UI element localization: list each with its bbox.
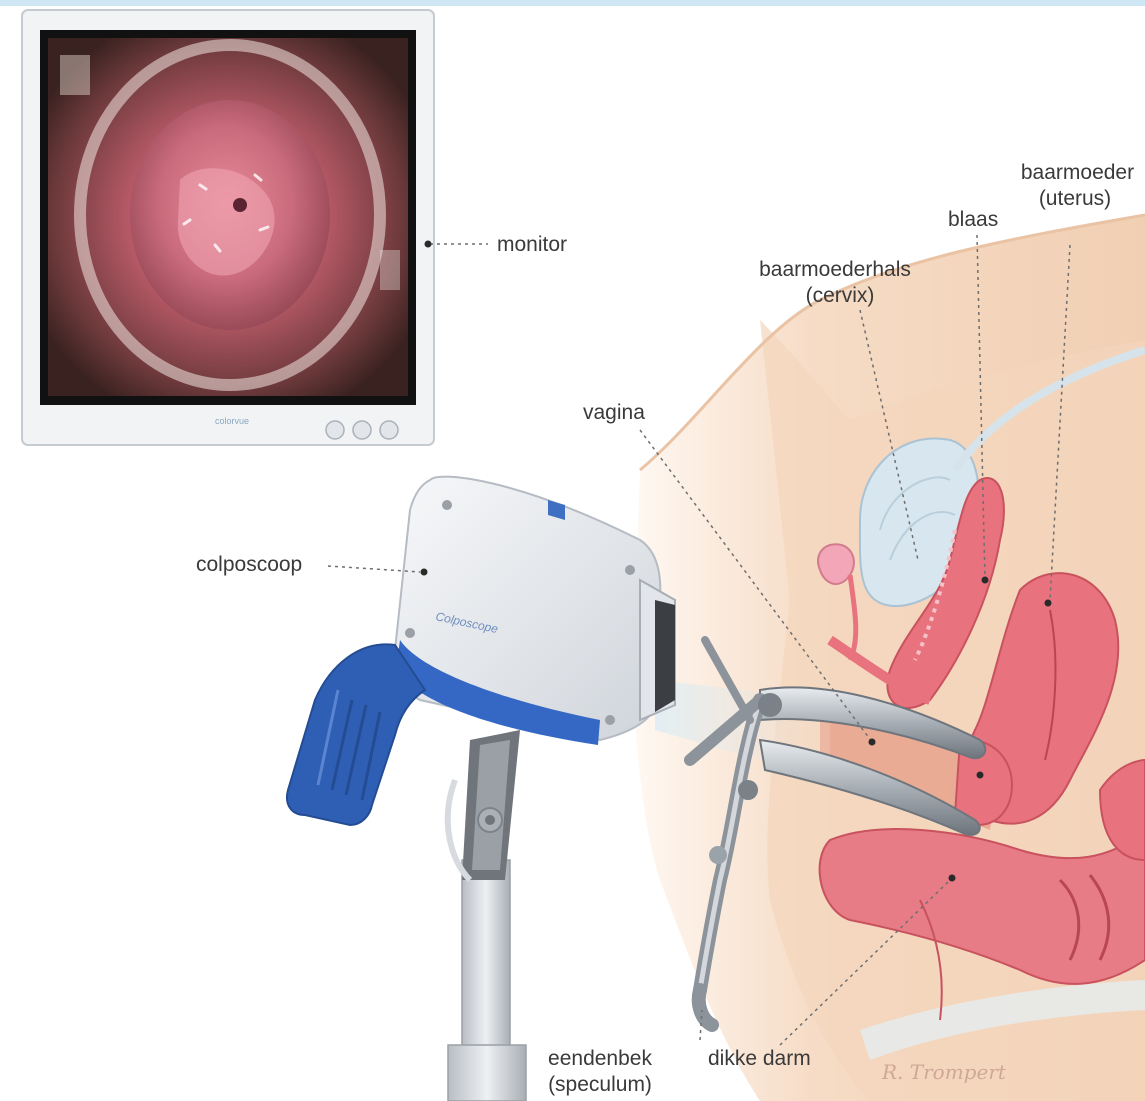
label-vagina: vagina [583, 400, 645, 426]
svg-text:colorvue: colorvue [215, 416, 249, 426]
label-blaas: blaas [948, 207, 998, 233]
monitor-device: colorvue [22, 10, 434, 445]
label-monitor: monitor [497, 232, 567, 258]
artist-signature: R. Trompert [882, 1060, 1006, 1084]
label-cervix: (cervix) [790, 283, 890, 309]
colposcope-stand [448, 730, 526, 1101]
label-colposcoop: colposcoop [196, 552, 302, 578]
label-speculum: (speculum) [545, 1072, 655, 1098]
label-dikke-darm: dikke darm [708, 1046, 811, 1072]
label-baarmoederhals: baarmoederhals [745, 257, 925, 283]
label-eendenbek: eendenbek [545, 1046, 655, 1072]
label-baarmoeder: baarmoeder [1010, 160, 1145, 186]
label-uterus: (uterus) [1025, 186, 1125, 212]
